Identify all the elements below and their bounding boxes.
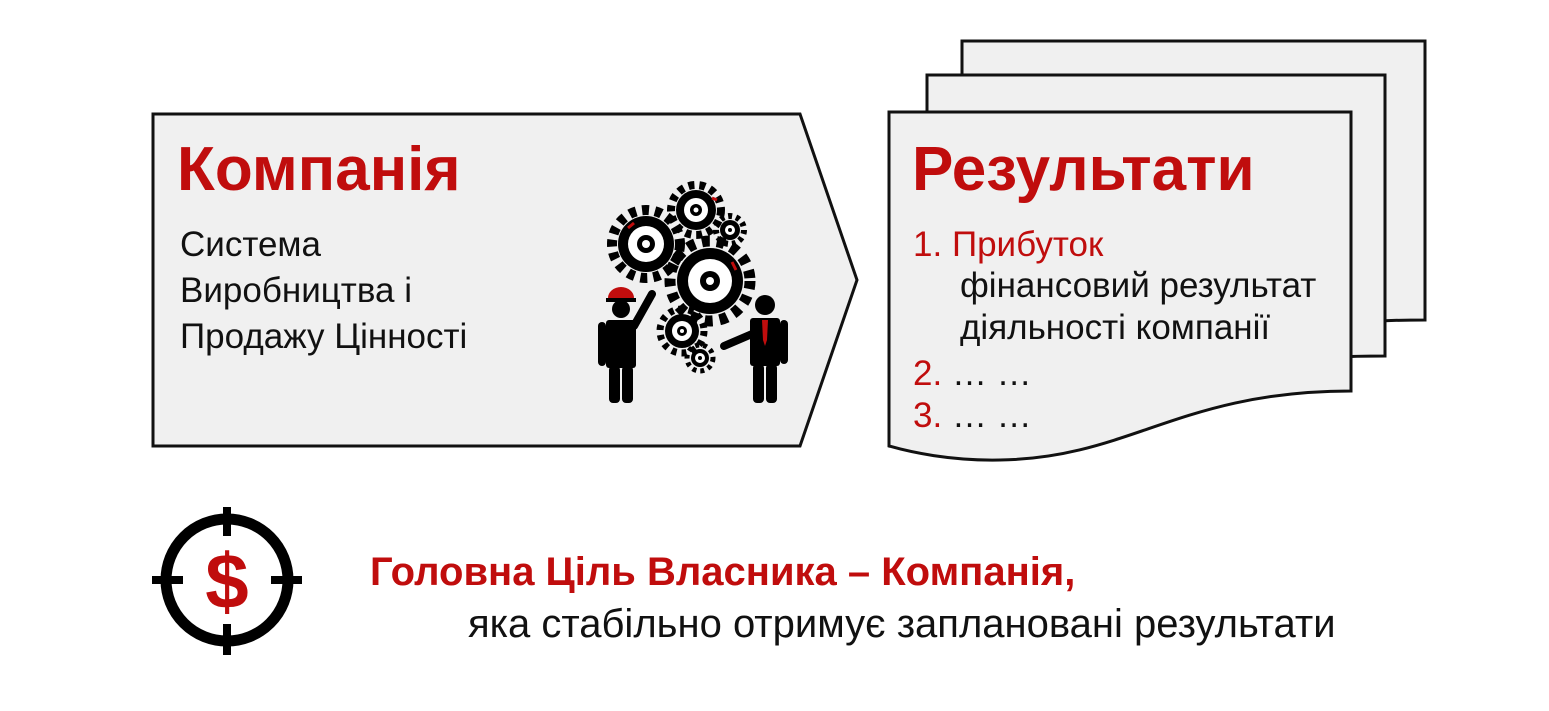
results-page-front	[887, 110, 1353, 462]
result-item-1-desc-1: фінансовий результат	[960, 266, 1317, 305]
result-item-number: 2.	[913, 354, 943, 393]
target-dollar-icon: $	[152, 507, 302, 655]
result-item-1: 1. Прибуток	[913, 222, 1103, 268]
result-item-label: Прибуток	[951, 225, 1104, 264]
gears-people-icon	[598, 181, 788, 403]
goal-line-2: яка стабільно отримує заплановані резуль…	[468, 602, 1336, 646]
result-item-2: 2. … …	[913, 351, 1032, 397]
gear-icon	[713, 213, 747, 247]
results-title: Результати	[912, 135, 1255, 204]
result-item-label: … …	[951, 354, 1032, 393]
engineer-figure-icon	[598, 287, 656, 403]
gear-icon	[667, 181, 725, 239]
gear-icon	[664, 235, 756, 327]
dollar-sign: $	[205, 537, 248, 625]
company-title: Компанія	[177, 135, 461, 204]
company-line-3: Продажу Цінності	[180, 317, 468, 356]
result-item-number: 3.	[913, 396, 943, 435]
gear-icon	[607, 205, 685, 283]
gear-icon	[684, 342, 716, 374]
result-item-3: 3. … …	[913, 393, 1032, 439]
result-item-label: … …	[951, 396, 1032, 435]
result-item-number: 1.	[913, 225, 943, 264]
businessman-figure-icon	[720, 295, 788, 403]
gear-icon	[656, 305, 708, 357]
company-line-2: Виробництва і	[180, 271, 412, 310]
result-item-1-desc-2: діяльності компанії	[960, 308, 1271, 347]
company-line-1: Система	[180, 225, 321, 264]
goal-line-1: Головна Ціль Власника – Компанія,	[370, 550, 1076, 594]
